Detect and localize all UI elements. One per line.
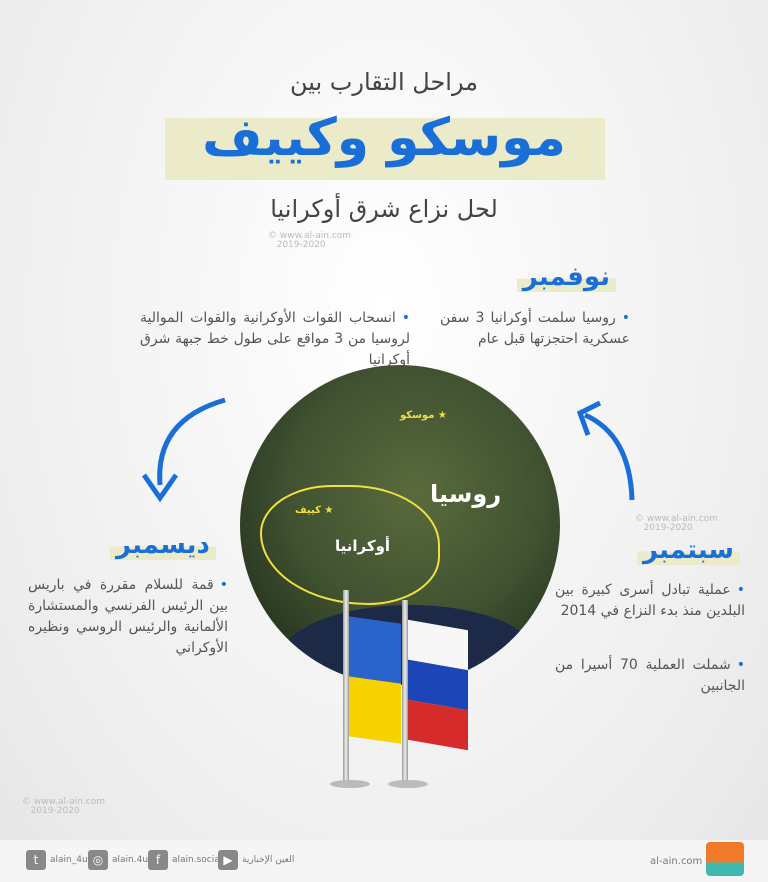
instagram-icon: ◎ bbox=[88, 850, 108, 870]
twitter-icon: t bbox=[26, 850, 46, 870]
watermark-2: © www.al-ain.com 2019-2020 bbox=[635, 514, 719, 533]
september-bullet-2: شملت العملية 70 أسيرا من الجانبين bbox=[555, 655, 745, 697]
youtube-handle: العين الإخبارية bbox=[242, 855, 295, 865]
september-bullet-1: عملية تبادل أسرى كبيرة بين البلدين منذ ب… bbox=[555, 580, 745, 622]
title-main: موسكو وكييف bbox=[202, 108, 566, 168]
facebook-handle: alain.social bbox=[172, 855, 223, 865]
watermark-site: www.al-ain.com bbox=[279, 231, 352, 241]
label-kyiv: ★ كييف bbox=[295, 505, 334, 516]
flag-pole-ukraine bbox=[343, 590, 349, 785]
instagram-handle: alain.4u bbox=[112, 855, 149, 865]
heading-september: سبتمبر bbox=[636, 535, 740, 565]
watermark-3: © www.al-ain.com 2019-2020 bbox=[22, 797, 106, 816]
facebook-link[interactable]: f alain.social bbox=[148, 850, 222, 870]
november-bullet-2: انسحاب القوات الأوكرانية والقوات الموالي… bbox=[140, 308, 410, 371]
arrow-down-left-icon bbox=[141, 397, 226, 503]
flag-base bbox=[388, 780, 428, 788]
flag-base bbox=[330, 780, 370, 788]
instagram-link[interactable]: ◎ alain.4u bbox=[88, 850, 148, 870]
moscow-text: موسكو bbox=[400, 410, 435, 421]
ukraine-flag bbox=[349, 616, 401, 744]
twitter-link[interactable]: t alain_4u bbox=[26, 850, 88, 870]
arrow-up-icon bbox=[576, 400, 635, 501]
label-moscow: ★ موسكو bbox=[400, 410, 447, 421]
watermark-years: 2019-2020 bbox=[30, 806, 80, 816]
watermark-site: www.al-ain.com bbox=[33, 797, 106, 807]
kyiv-text: كييف bbox=[295, 505, 321, 516]
footer-site-link[interactable]: al-ain.com bbox=[650, 856, 703, 867]
watermark-years: 2019-2020 bbox=[643, 523, 693, 533]
december-bullet-1: قمة للسلام مقررة في باريس بين الرئيس الف… bbox=[28, 575, 228, 659]
watermark-site: www.al-ain.com bbox=[646, 514, 719, 524]
footer: al-ain.com t alain_4u ◎ alain.4u f alain.so… bbox=[0, 840, 768, 882]
youtube-icon: ▶ bbox=[218, 850, 238, 870]
heading-december: ديسمبر bbox=[110, 530, 216, 560]
label-ukraine: أوكرانيا bbox=[335, 537, 391, 555]
twitter-handle: alain_4u bbox=[50, 855, 88, 865]
ukraine-border bbox=[260, 485, 440, 605]
heading-november: نوفمبر bbox=[516, 262, 616, 292]
title-line1: مراحل التقارب بين bbox=[289, 68, 479, 96]
facebook-icon: f bbox=[148, 850, 168, 870]
russia-flag bbox=[408, 619, 468, 751]
label-russia: روسيا bbox=[430, 480, 502, 508]
flag-pole-russia bbox=[402, 600, 408, 785]
youtube-link[interactable]: ▶ العين الإخبارية bbox=[218, 850, 294, 870]
watermark-years: 2019-2020 bbox=[276, 240, 326, 250]
watermark: © www.al-ain.com 2019-2020 bbox=[268, 231, 352, 250]
title-highlight bbox=[165, 118, 605, 180]
november-bullet-1: روسيا سلمت أوكرانيا 3 سفن عسكرية احتجزته… bbox=[440, 308, 630, 350]
logo bbox=[706, 842, 744, 876]
title-line3: لحل نزاع شرق أوكرانيا bbox=[270, 195, 498, 223]
